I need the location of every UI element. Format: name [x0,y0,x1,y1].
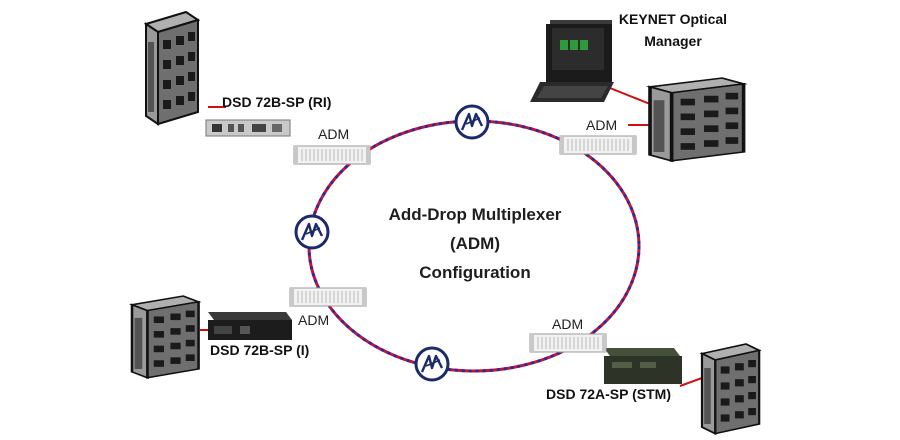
dsd-device-icon [205,119,291,137]
diagram-title-line2: (ADM) [449,234,501,253]
adm-rack-icon [289,287,367,307]
dsd-device-icon [604,348,682,384]
building-icon [700,342,761,435]
adm-rack-icon [559,135,637,155]
adm-label-bottom-left: ADM [298,312,330,328]
adm-label-bottom-right: ADM [552,316,584,332]
adm-rack-icon [529,333,607,353]
node-label-bottom-left: DSD 72B-SP (I) [210,342,310,358]
dsd-device-icon [208,312,292,340]
node-label-bottom-right: DSD 72A-SP (STM) [546,386,671,402]
building-icon [130,294,200,380]
optical-amplifier-icon [414,346,450,382]
optical-amplifier-icon [294,214,330,250]
adm-rack-icon [293,145,371,165]
adm-label-top-right: ADM [586,117,618,133]
keynet-manager-label: KEYNET Optical Manager [618,8,728,52]
keynet-laptop-icon [530,20,614,102]
adm-label-top-left: ADM [318,126,350,142]
diagram-title: Add-Drop Multiplexer (ADM) Configuration [350,200,600,287]
building-icon [648,76,746,163]
node-label-top-left: DSD 72B-SP (RI) [222,94,332,110]
optical-amplifier-icon [454,104,490,140]
keynet-manager-line1: KEYNET Optical [618,11,728,27]
keynet-manager-line2: Manager [644,33,702,49]
diagram-title-line1: Add-Drop Multiplexer [388,205,562,224]
building-icon [145,11,199,125]
diagram-title-line3: Configuration [419,263,531,282]
